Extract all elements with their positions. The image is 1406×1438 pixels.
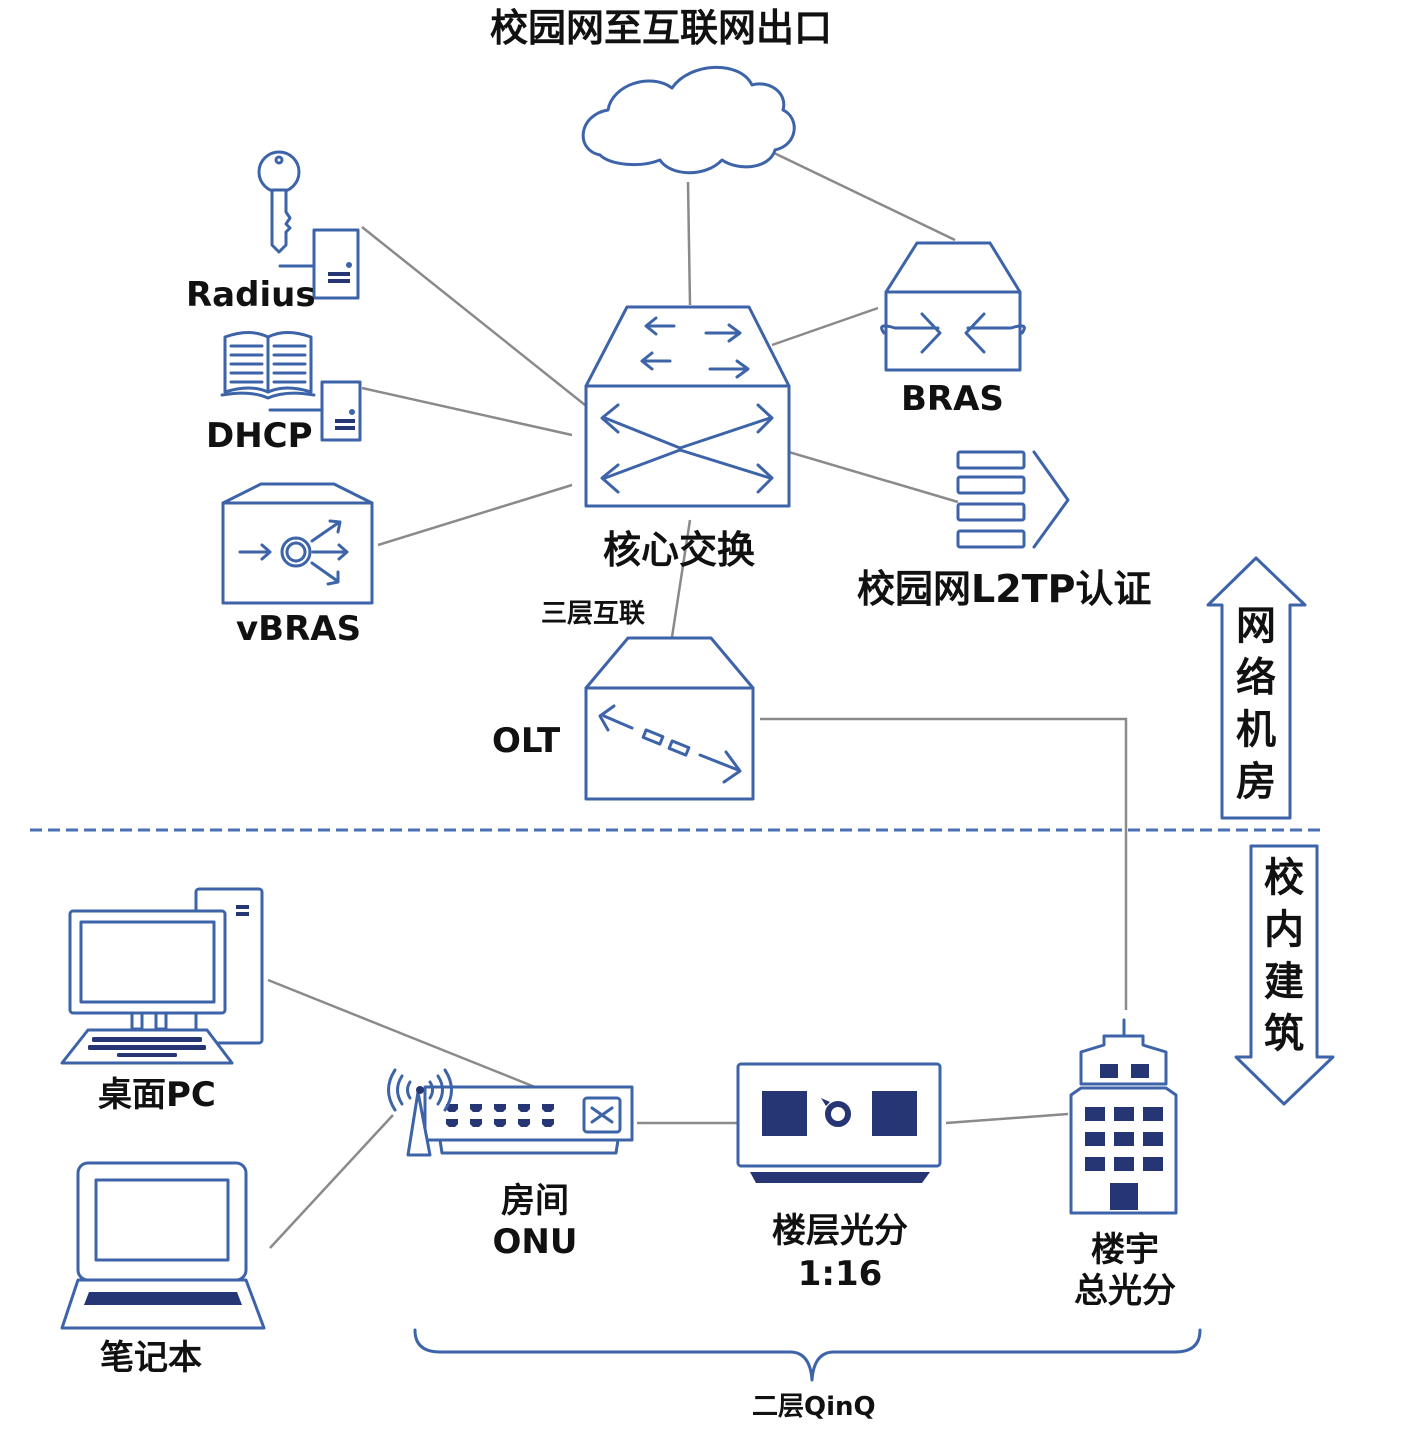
onu-device-icon <box>387 1068 634 1157</box>
upper-zone-arrow-icon <box>1206 556 1307 820</box>
link-cloud-core <box>686 181 692 306</box>
room-onu-label: 房间 ONU <box>470 1181 600 1263</box>
radius-label: Radius <box>186 275 316 315</box>
building-splitter-label-line2: 总光分 <box>1074 1271 1176 1312</box>
book-icon <box>220 331 316 400</box>
link-cloud-bras <box>771 150 956 242</box>
laptop-label: 笔记本 <box>100 1338 202 1378</box>
zone-char: 筑 <box>1264 1011 1304 1057</box>
link-floorsplit-building <box>945 1112 1069 1125</box>
zone-char: 校 <box>1264 855 1304 901</box>
vbras-label: vBRAS <box>236 609 362 649</box>
zone-label-campus-buildings: 校 内 建 筑 <box>1262 852 1306 1060</box>
zone-char: 房 <box>1236 759 1276 805</box>
core-olt-link-label: 三层互联 <box>541 599 646 629</box>
key-icon <box>257 150 301 254</box>
link-laptop-onu <box>269 1114 394 1249</box>
floor-splitter-label: 楼层光分 1:16 <box>740 1211 940 1295</box>
link-olt-building <box>760 717 1128 1010</box>
zone-char: 网 <box>1236 603 1276 649</box>
link-bras-core <box>771 306 879 347</box>
zone-char: 建 <box>1264 959 1304 1005</box>
l2tp-auth-icon <box>956 450 1070 549</box>
link-pc-onu <box>267 978 536 1089</box>
qinq-brace-icon <box>413 1328 1202 1382</box>
internet-cloud-icon <box>581 65 796 175</box>
floor-splitter-label-line1: 楼层光分 <box>772 1211 908 1251</box>
zone-char: 机 <box>1236 707 1276 753</box>
qinq-label: 二层QinQ <box>752 1392 876 1422</box>
lower-zone-arrow-icon <box>1234 844 1335 1106</box>
diagram-title: 校园网至互联网出口 <box>490 6 833 50</box>
zone-char: 内 <box>1264 907 1304 953</box>
floor-splitter-icon <box>736 1062 942 1183</box>
l2tp-auth-label: 校园网L2TP认证 <box>857 567 1152 611</box>
desktop-pc-label: 桌面PC <box>98 1075 216 1115</box>
core-switch-icon <box>584 305 791 508</box>
dhcp-server-icon <box>268 380 362 442</box>
floor-splitter-label-line2: 1:16 <box>797 1254 883 1295</box>
bras-device-icon <box>880 241 1026 372</box>
building-splitter-label-line1: 楼宇 <box>1091 1230 1159 1270</box>
laptop-icon <box>60 1161 266 1330</box>
building-splitter-label: 楼宇 总光分 <box>1050 1230 1200 1312</box>
olt-label: OLT <box>492 721 561 761</box>
link-vbras-core <box>377 483 573 547</box>
desktop-pc-icon <box>60 887 264 1065</box>
dhcp-label: DHCP <box>206 416 313 456</box>
room-onu-label-line1: 房间 <box>501 1181 569 1221</box>
bras-label: BRAS <box>901 379 1004 419</box>
link-core-olt <box>670 519 692 638</box>
olt-device-icon <box>584 636 755 801</box>
zone-char: 络 <box>1236 655 1276 701</box>
link-dhcp-core <box>361 386 573 437</box>
radius-server-icon <box>278 228 360 300</box>
room-onu-label-line2: ONU <box>492 1222 578 1263</box>
zone-label-network-room: 网 络 机 房 <box>1234 600 1278 808</box>
link-radius-core <box>361 226 586 406</box>
building-icon <box>1069 1018 1178 1215</box>
vbras-device-icon <box>221 482 374 605</box>
links <box>267 150 1128 1249</box>
core-switch-label: 核心交换 <box>603 528 756 572</box>
